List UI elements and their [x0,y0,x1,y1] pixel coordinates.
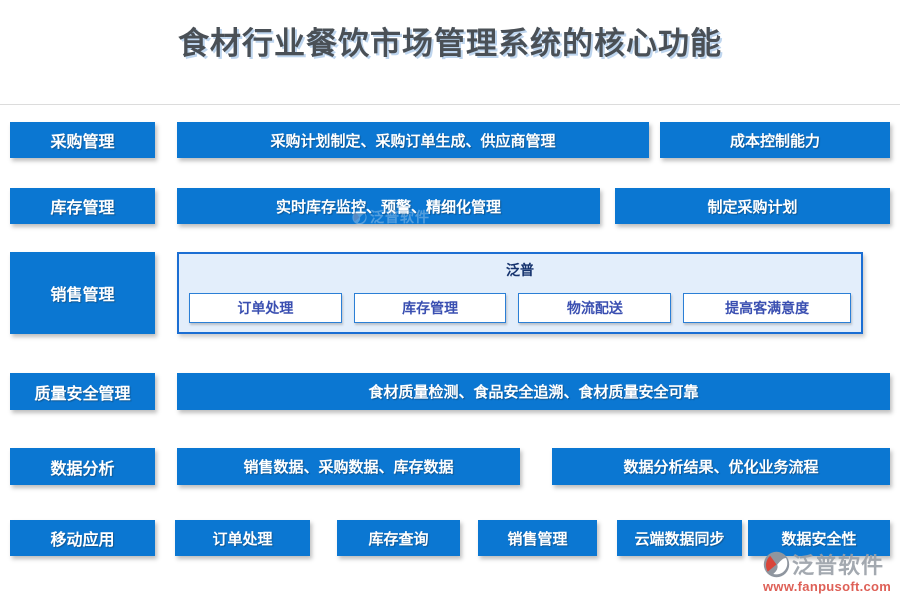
customer-satisfaction-button[interactable]: 提高客满意度 [683,293,852,323]
row-label-mobile-app: 移动应用 [10,520,155,556]
order-processing-button[interactable]: 订单处理 [189,293,342,323]
procurement-detail-box: 采购计划制定、采购订单生成、供应商管理 [177,122,649,158]
row-label-quality-safety: 质量安全管理 [10,373,155,410]
row-label-procurement: 采购管理 [10,122,155,158]
brand-url: www.fanpusoft.com [763,579,892,594]
title-divider [0,104,900,105]
data-sources-box: 销售数据、采购数据、库存数据 [177,448,520,485]
page-title: 食材行业餐饮市场管理系统的核心功能 [178,26,722,61]
row-label-inventory: 库存管理 [10,188,155,224]
inventory-management-button[interactable]: 库存管理 [353,293,507,323]
procurement-benefit-box: 成本控制能力 [660,122,890,158]
data-security-box: 数据安全性 [748,520,890,556]
cloud-sync-box: 云端数据同步 [617,520,742,556]
row-label-data-analysis: 数据分析 [10,448,155,485]
quality-safety-detail-box: 食材质量检测、食品安全追溯、食材质量安全可靠 [177,373,890,410]
inventory-benefit-box: 制定采购计划 [615,188,890,224]
mobile-inventory-query-box: 库存查询 [337,520,460,556]
sales-panel-brand: 泛普 [506,262,534,278]
brand-watermark: 泛普软件 www.fanpusoft.com [763,548,897,594]
brand-logo-icon [763,551,790,578]
inventory-detail-box: 实时库存监控、预警、精细化管理 [177,188,600,224]
logistics-delivery-button[interactable]: 物流配送 [518,293,672,323]
mobile-sales-management-box: 销售管理 [478,520,597,556]
data-results-box: 数据分析结果、优化业务流程 [552,448,890,485]
sales-panel-buttons: 订单处理 库存管理 物流配送 提高客满意度 [179,293,861,323]
mobile-order-processing-box: 订单处理 [175,520,310,556]
row-label-sales: 销售管理 [10,252,155,334]
brand-name: 泛普软件 [792,553,885,578]
sales-panel: 泛普 订单处理 库存管理 物流配送 提高客满意度 [177,252,863,334]
